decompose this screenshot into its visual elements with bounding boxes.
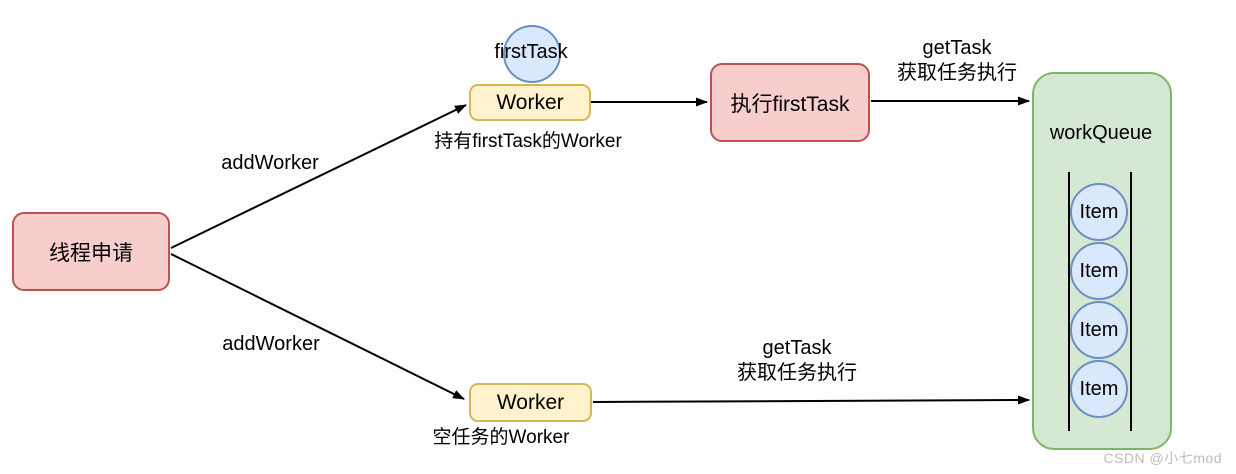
arrow-addworker-bottom	[170, 253, 465, 400]
worker-bottom-label: Worker	[496, 390, 565, 414]
workqueue-label: workQueue	[1049, 122, 1153, 144]
firsttask-label: firstTask	[494, 41, 568, 63]
gettask-bottom-line1: getTask	[762, 337, 832, 359]
queue-item-2: Item	[1070, 242, 1128, 300]
firsttask-circle-node	[503, 25, 561, 83]
queue-item-1: Item	[1070, 183, 1128, 241]
gettask-top-label: getTask 获取任务执行	[897, 36, 1017, 86]
worker-bottom-caption: 空任务的Worker	[432, 427, 570, 448]
queue-rail-right	[1130, 172, 1132, 431]
queue-item-4: Item	[1070, 360, 1128, 418]
csdn-watermark: CSDN @小七mod	[1103, 450, 1222, 466]
worker-top-caption: 持有firstTask的Worker	[434, 131, 622, 152]
arrow-addworker-top	[170, 104, 467, 249]
worker-bottom-node: Worker	[469, 383, 592, 422]
thread-request-label: 线程申请	[49, 241, 133, 265]
queue-item-1-label: Item	[1079, 200, 1119, 223]
gettask-top-line2: 获取任务执行	[897, 62, 1017, 84]
gettask-bottom-label: getTask 获取任务执行	[737, 336, 857, 386]
queue-item-3-label: Item	[1079, 318, 1119, 341]
queue-item-3: Item	[1070, 301, 1128, 359]
queue-item-4-label: Item	[1079, 377, 1119, 400]
worker-top-node: Worker	[469, 84, 591, 121]
addworker-top-label: addWorker	[221, 152, 319, 174]
exec-firsttask-node: 执行firstTask	[710, 63, 870, 142]
addworker-bottom-label: addWorker	[222, 333, 320, 355]
queue-item-2-label: Item	[1079, 259, 1119, 282]
exec-firsttask-label: 执行firstTask	[730, 92, 850, 116]
gettask-top-line1: getTask	[922, 37, 992, 59]
arrow-gettask-bottom	[592, 395, 1030, 405]
thread-request-node: 线程申请	[12, 212, 170, 291]
queue-rail-left	[1068, 172, 1070, 431]
gettask-bottom-line2: 获取任务执行	[737, 362, 857, 384]
worker-top-label: Worker	[496, 90, 564, 114]
